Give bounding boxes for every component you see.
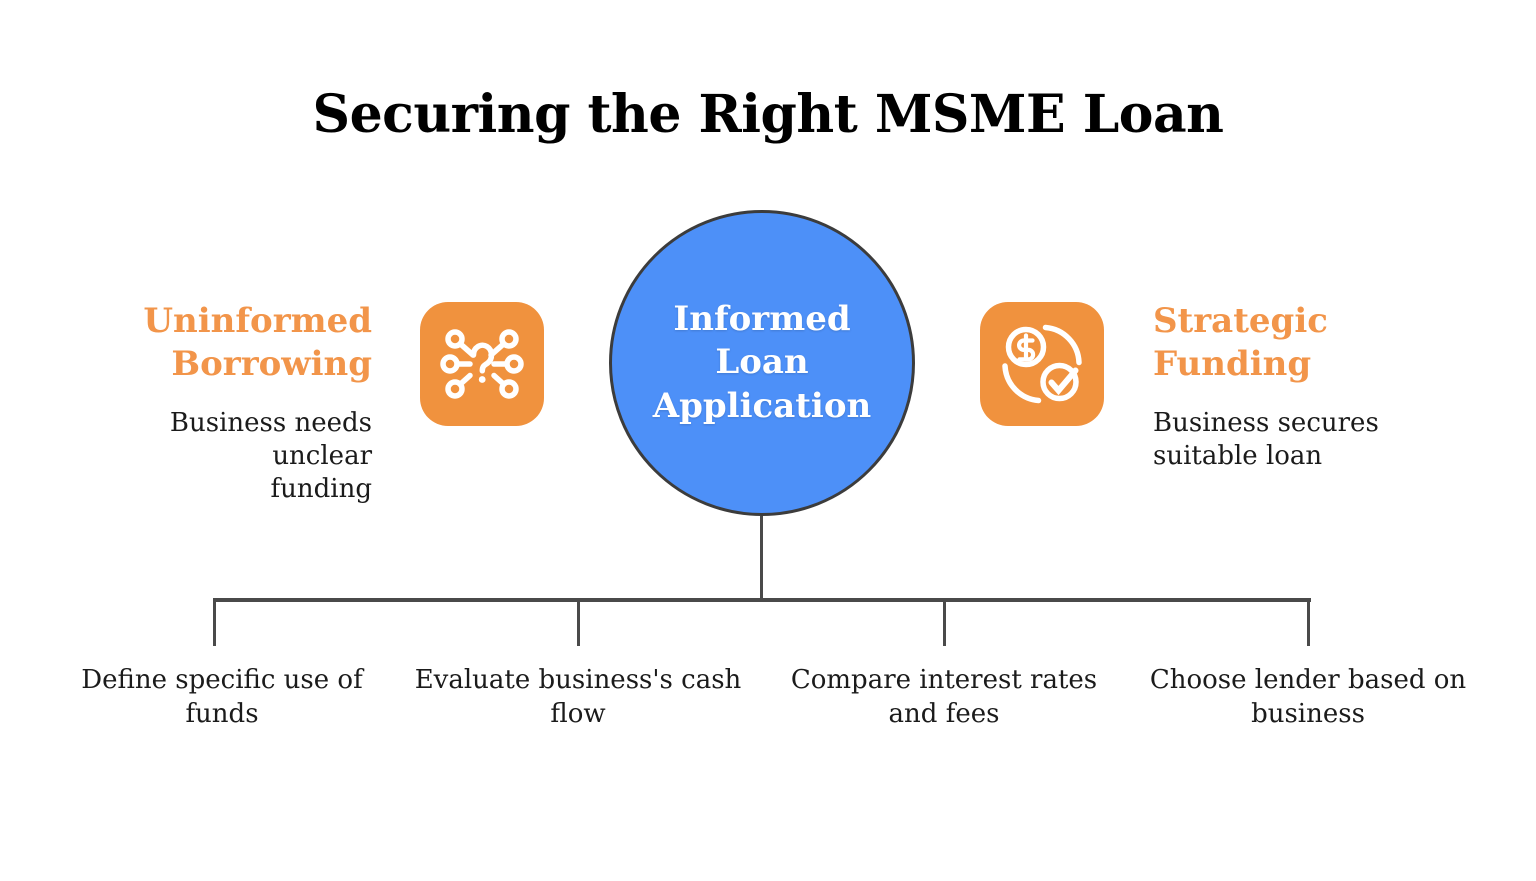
step-label-4: Choose lender based on business (1149, 665, 1467, 729)
left-branch-heading: Uninformed Borrowing (143, 301, 372, 384)
connector-drop-2 (577, 602, 580, 646)
step-label-3: Compare interest rates and fees (790, 665, 1098, 729)
center-node-label: Informed Loan Application (652, 298, 872, 426)
right-branch-text: Strategic Funding Business secures suita… (1153, 300, 1453, 473)
connector-drop-3 (943, 602, 946, 646)
page-title: Securing the Right MSME Loan (312, 84, 1224, 145)
step-label-1: Define specific use of funds (81, 665, 363, 729)
network-question-icon (420, 302, 544, 426)
center-node: Informed Loan Application (609, 210, 915, 516)
left-branch-description: Business needs unclear funding (169, 408, 372, 505)
step-label-2: Evaluate business's cash flow (414, 665, 742, 729)
left-branch-text: Uninformed Borrowing Business needs uncl… (72, 300, 372, 506)
connector-stem (760, 516, 763, 600)
dollar-check-icon (980, 302, 1104, 426)
connector-crossbar (213, 598, 1311, 602)
connector-drop-1 (213, 602, 216, 646)
right-branch-heading: Strategic Funding (1153, 301, 1328, 384)
connector-drop-4 (1307, 602, 1310, 646)
right-branch-description: Business secures suitable loan (1153, 408, 1379, 472)
